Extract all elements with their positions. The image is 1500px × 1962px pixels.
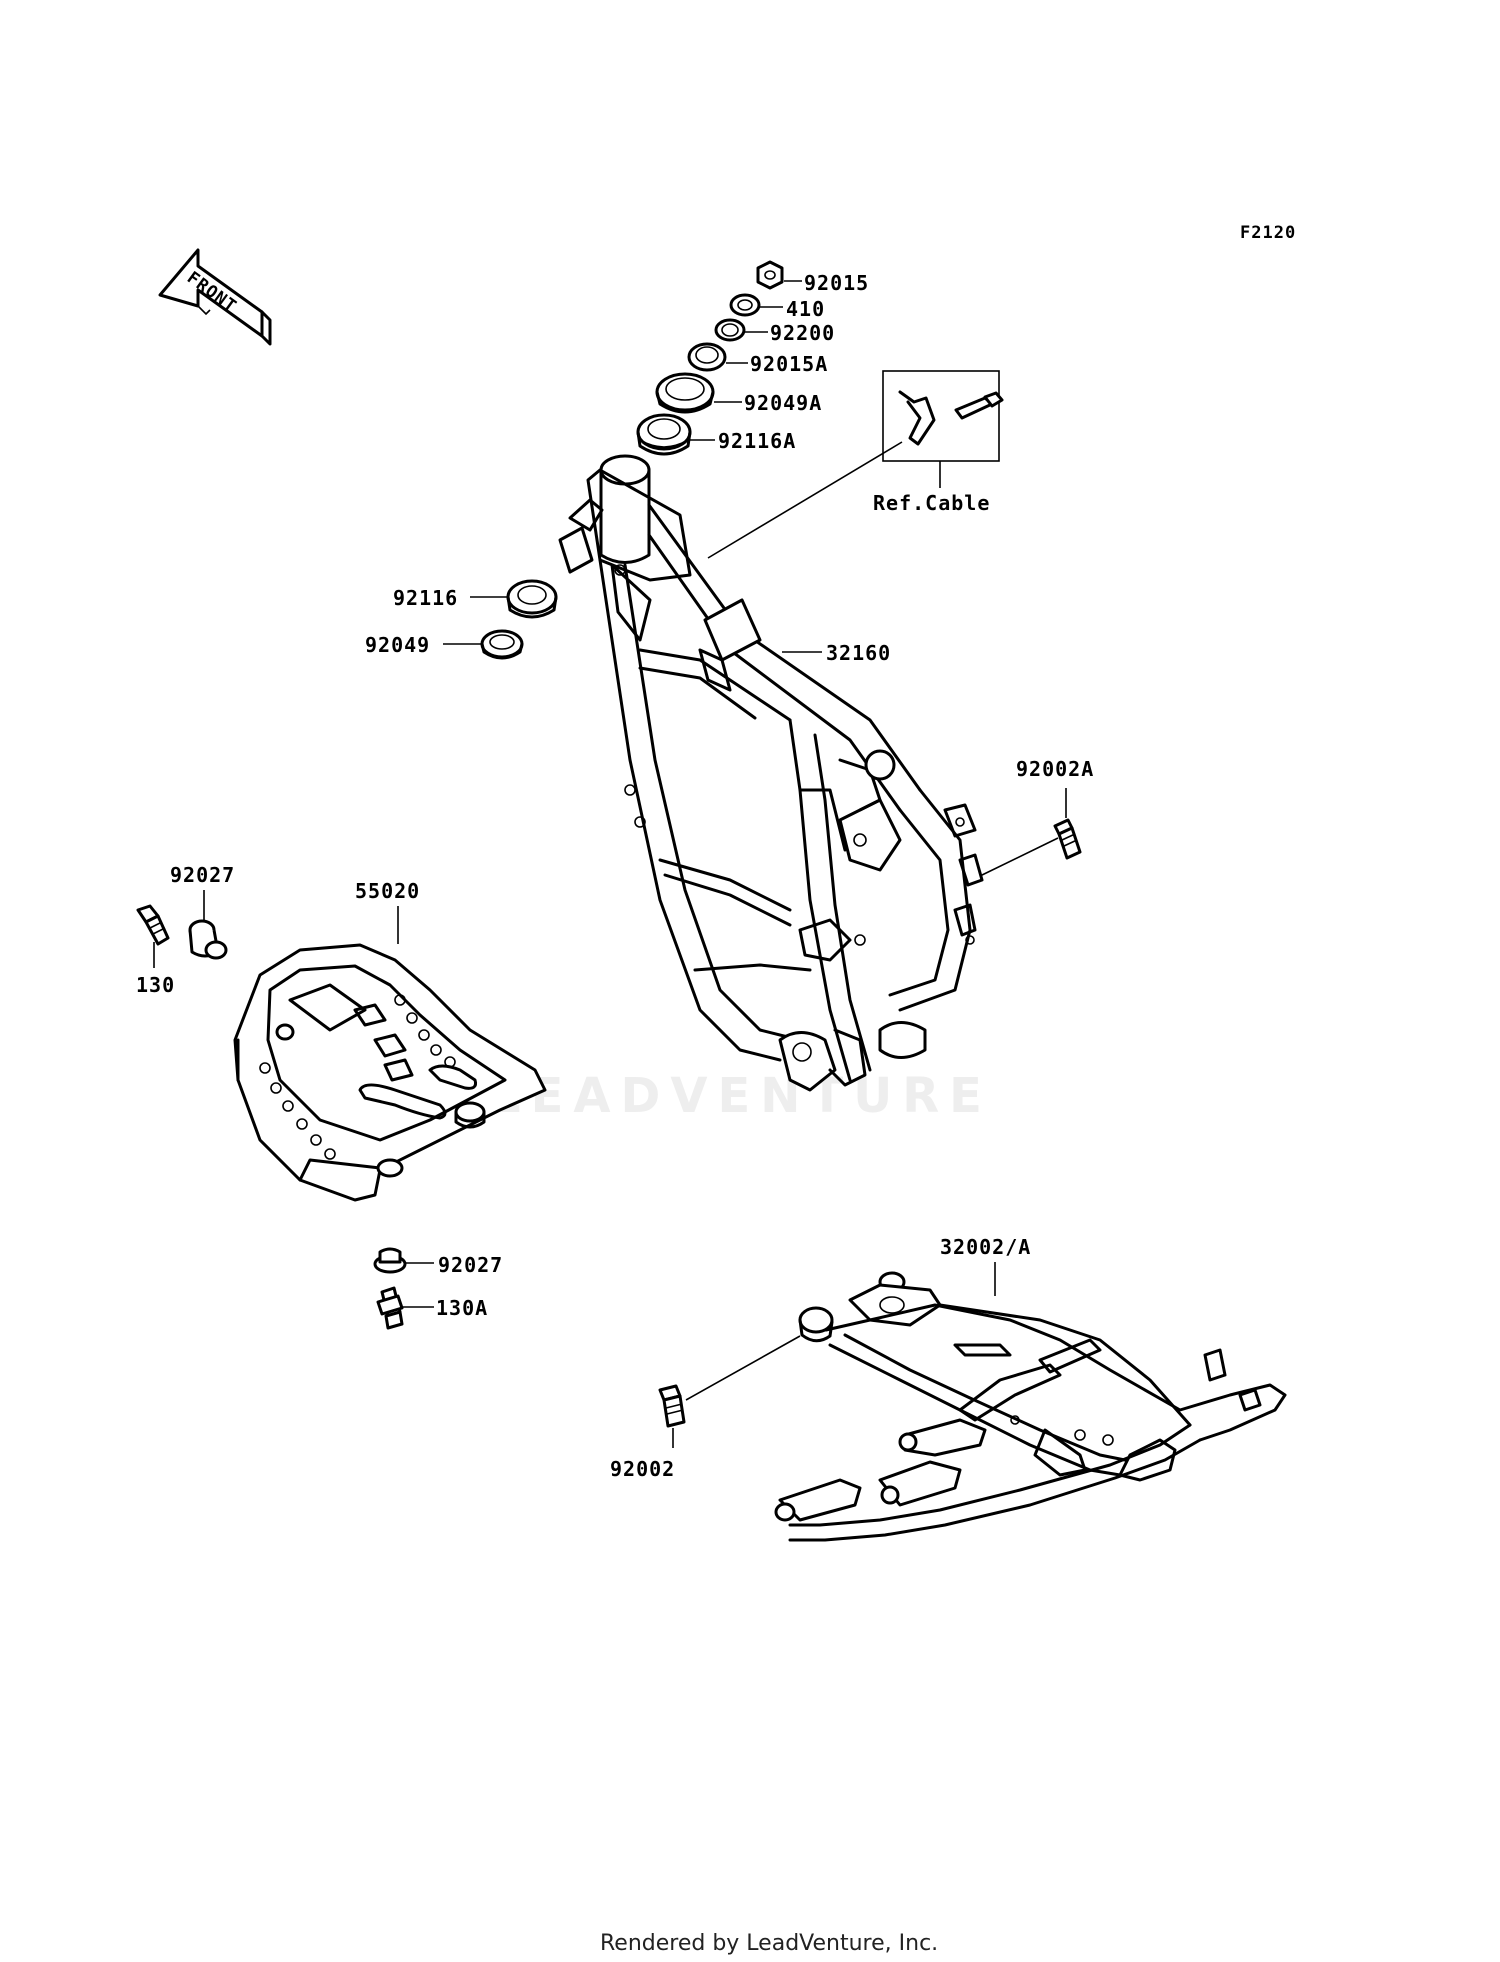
label-130: 130: [136, 973, 175, 997]
bolt-130A: [376, 1286, 404, 1330]
label-410: 410: [786, 297, 825, 321]
collar-92027-bottom: [373, 1247, 407, 1274]
nut-92015: [756, 260, 784, 290]
front-arrow-icon: FRONT: [158, 248, 272, 346]
cable-clip-ref: [882, 370, 1004, 488]
bearing-race-92049A: [655, 372, 715, 414]
label-92027-top: 92027: [170, 863, 235, 887]
footer-credit: Rendered by LeadVenture, Inc.: [600, 1931, 938, 1956]
label-92116A: 92116A: [718, 429, 796, 453]
label-92049: 92049: [365, 633, 430, 657]
bearing-92116: [506, 579, 558, 619]
figure-id: F2120: [1240, 223, 1296, 243]
washer-92200: [714, 318, 746, 342]
skid-plate-55020: [233, 943, 547, 1202]
ref-cable-label: Ref.Cable: [873, 491, 990, 515]
label-32002A: 32002/A: [940, 1235, 1031, 1259]
label-92015A: 92015A: [750, 352, 828, 376]
main-frame-32160: [558, 454, 984, 1092]
nut-92015A: [687, 342, 727, 372]
label-92002: 92002: [610, 1457, 675, 1481]
bolt-130: [136, 904, 170, 946]
watermark: LEADVENTURE: [490, 1068, 992, 1124]
bearing-92116A: [636, 413, 692, 456]
label-130A: 130A: [436, 1296, 488, 1320]
label-92015: 92015: [804, 271, 869, 295]
bearing-race-92049: [480, 629, 524, 660]
bolt-92002: [658, 1384, 686, 1428]
sub-frame-32002A: [774, 1271, 1287, 1542]
label-32160: 32160: [826, 641, 891, 665]
label-92049A: 92049A: [744, 391, 822, 415]
label-92200: 92200: [770, 321, 835, 345]
collar-92027-top: [188, 919, 228, 960]
label-92116: 92116: [393, 586, 458, 610]
bolt-92002A: [1053, 818, 1082, 860]
washer-410: [729, 293, 761, 317]
label-92027-bottom: 92027: [438, 1253, 503, 1277]
label-55020: 55020: [355, 879, 420, 903]
label-92002A: 92002A: [1016, 757, 1094, 781]
